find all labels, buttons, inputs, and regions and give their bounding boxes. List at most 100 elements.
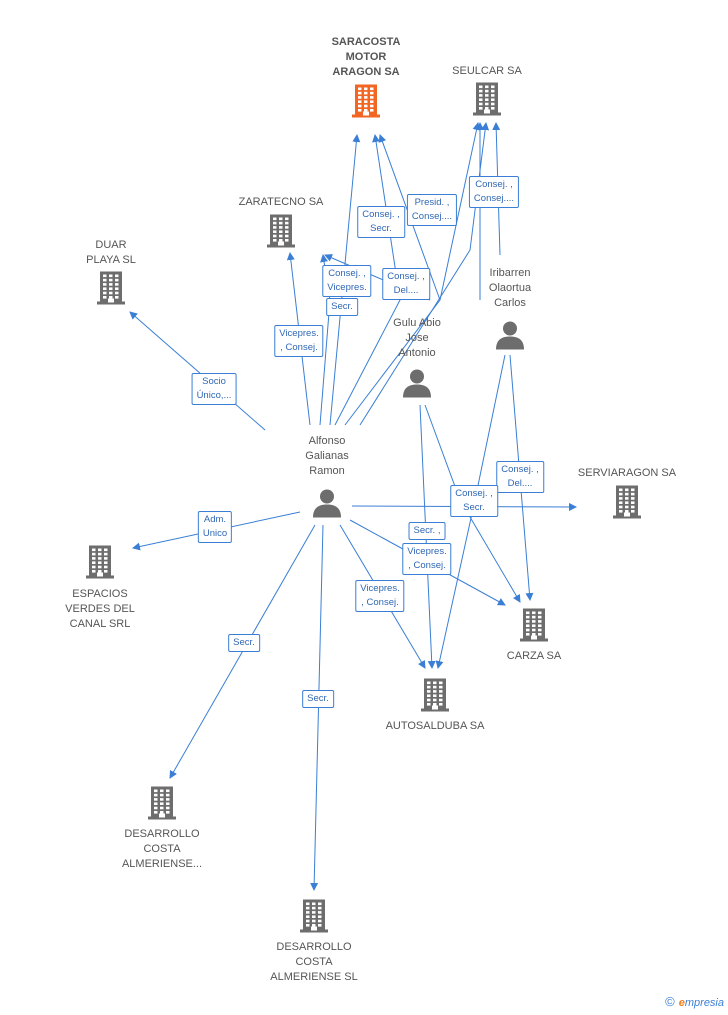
edge-label[interactable]: Consej. , Secr. [450,485,498,517]
node-label-line: ALMERIENSE SL [270,971,358,983]
node-label-line: SERVIARAGON SA [577,467,677,479]
edge-label-line: Consej.... [473,193,515,204]
edge-label-line: Secr. [370,223,392,234]
edge-label-line: Secr. [307,693,329,704]
edge-label[interactable]: Presid. ,Consej.... [406,194,458,226]
node-label-autosalduba[interactable]: AUTOSALDUBA SA [386,719,485,734]
edge-label-line: Consej. , [328,268,366,279]
node-carza[interactable] [518,608,550,647]
node-label-line: Olaortua [488,282,532,294]
node-label-line: Antonio [398,347,436,359]
edge-label-line: Vicepres. [360,583,400,594]
edge-label[interactable]: Consej. ,Vicepres. [322,265,372,297]
edge-label[interactable]: Vicepres. , Consej. [274,325,324,357]
node-saracosta[interactable] [350,84,382,123]
node-label-line: Galianas [305,450,349,462]
building-icon [300,899,328,933]
edge-label-line: Socio [202,376,226,387]
building-icon [97,271,125,305]
node-label-line: Alfonso [308,435,346,447]
edge-label[interactable]: Secr. , [408,522,446,540]
edge-label-line: Secr. [331,301,353,312]
edge-label-line: Consej. , [475,179,513,190]
node-label-line: PLAYA SL [86,254,136,266]
edge-label-line: Consej.... [411,211,453,222]
node-label-duar[interactable]: DUAR PLAYA SL [86,238,136,268]
node-zaratecno[interactable] [265,214,297,253]
node-label-line: COSTA [143,843,181,855]
edge-label[interactable]: Consej. , Del.... [496,461,544,493]
brand-name: mpresia [684,997,724,1009]
node-seulcar[interactable] [471,82,503,121]
node-gulu[interactable] [402,368,432,403]
building-icon [613,485,641,519]
edge-label[interactable]: Secr. [302,690,334,708]
node-label-line: AUTOSALDUBA SA [385,720,485,732]
edge-label-line: , Consej. [361,597,399,608]
edge-label[interactable]: Consej. , Consej.... [468,176,520,208]
node-duar[interactable] [95,271,127,310]
node-iribarren[interactable] [495,320,525,355]
edge-label-line: Consej. , [362,209,400,220]
edge-label-line: , Consej. [280,342,318,353]
building-icon [421,678,449,712]
building-icon [520,608,548,642]
node-label-line: ESPACIOS [72,588,128,600]
edge-label-line: Secr. [233,637,255,648]
node-label-line: SARACOSTA [331,36,401,48]
node-label-zaratecno[interactable]: ZARATECNO SA [239,195,324,210]
edge-label-line: Secr. [463,502,485,513]
node-autosalduba[interactable] [419,678,451,717]
node-label-line: CARZA SA [506,650,562,662]
node-serviaragon[interactable] [611,485,643,524]
edge-label[interactable]: Secr. [326,298,358,316]
edge-label-line: Vicepres. [407,546,447,557]
edge-label-line: Vicepres. [279,328,319,339]
building-icon [148,786,176,820]
node-label-line: MOTOR [345,51,387,63]
node-label-line: Jose [405,332,429,344]
node-alfonso[interactable] [312,488,342,523]
building-icon [352,84,380,118]
node-label-saracosta[interactable]: SARACOSTA MOTOR ARAGON SA [332,35,401,80]
node-label-line: Ramon [309,465,345,477]
edge-label-line: Del.... [507,478,533,489]
edge-label-line: Secr. , [413,525,441,536]
building-icon [267,214,295,248]
node-label-serviaragon[interactable]: SERVIARAGON SA [578,466,676,481]
node-label-line: DUAR [95,239,127,251]
edge-line [334,134,401,426]
node-label-line: ARAGON SA [332,66,400,78]
building-icon [473,82,501,116]
node-label-seulcar[interactable]: SEULCAR SA [452,64,522,79]
edge-label-line: Consej. , [387,271,425,282]
node-label-line: SEULCAR SA [452,65,522,77]
node-desarrollo2[interactable] [298,899,330,938]
node-desarrollo1[interactable] [146,786,178,825]
edge-label[interactable]: Secr. [228,634,260,652]
edge-label[interactable]: Consej. ,Del.... [382,268,430,300]
node-label-line: CANAL SRL [69,618,131,630]
footer: ©empresia [665,994,724,1009]
copyright-symbol: © [665,994,675,1009]
edge-label[interactable]: Consej. , Secr. [357,206,405,238]
node-label-line: ALMERIENSE... [121,858,203,870]
edge-label-line: Consej. , [455,488,493,499]
edge-label[interactable]: Vicepres., Consej. [402,543,452,575]
node-label-line: Iribarren [489,267,531,279]
edge-label[interactable]: Vicepres. , Consej. [355,580,405,612]
node-label-carza[interactable]: CARZA SA [507,649,561,664]
node-espacios[interactable] [84,545,116,584]
node-label-line: Gulu Abio [393,317,441,329]
edge-label[interactable]: Adm.Unico [197,511,233,543]
edge-line [129,311,266,431]
edge-label-line: Consej. , [501,464,539,475]
node-label-line: DESARROLLO [276,941,352,953]
